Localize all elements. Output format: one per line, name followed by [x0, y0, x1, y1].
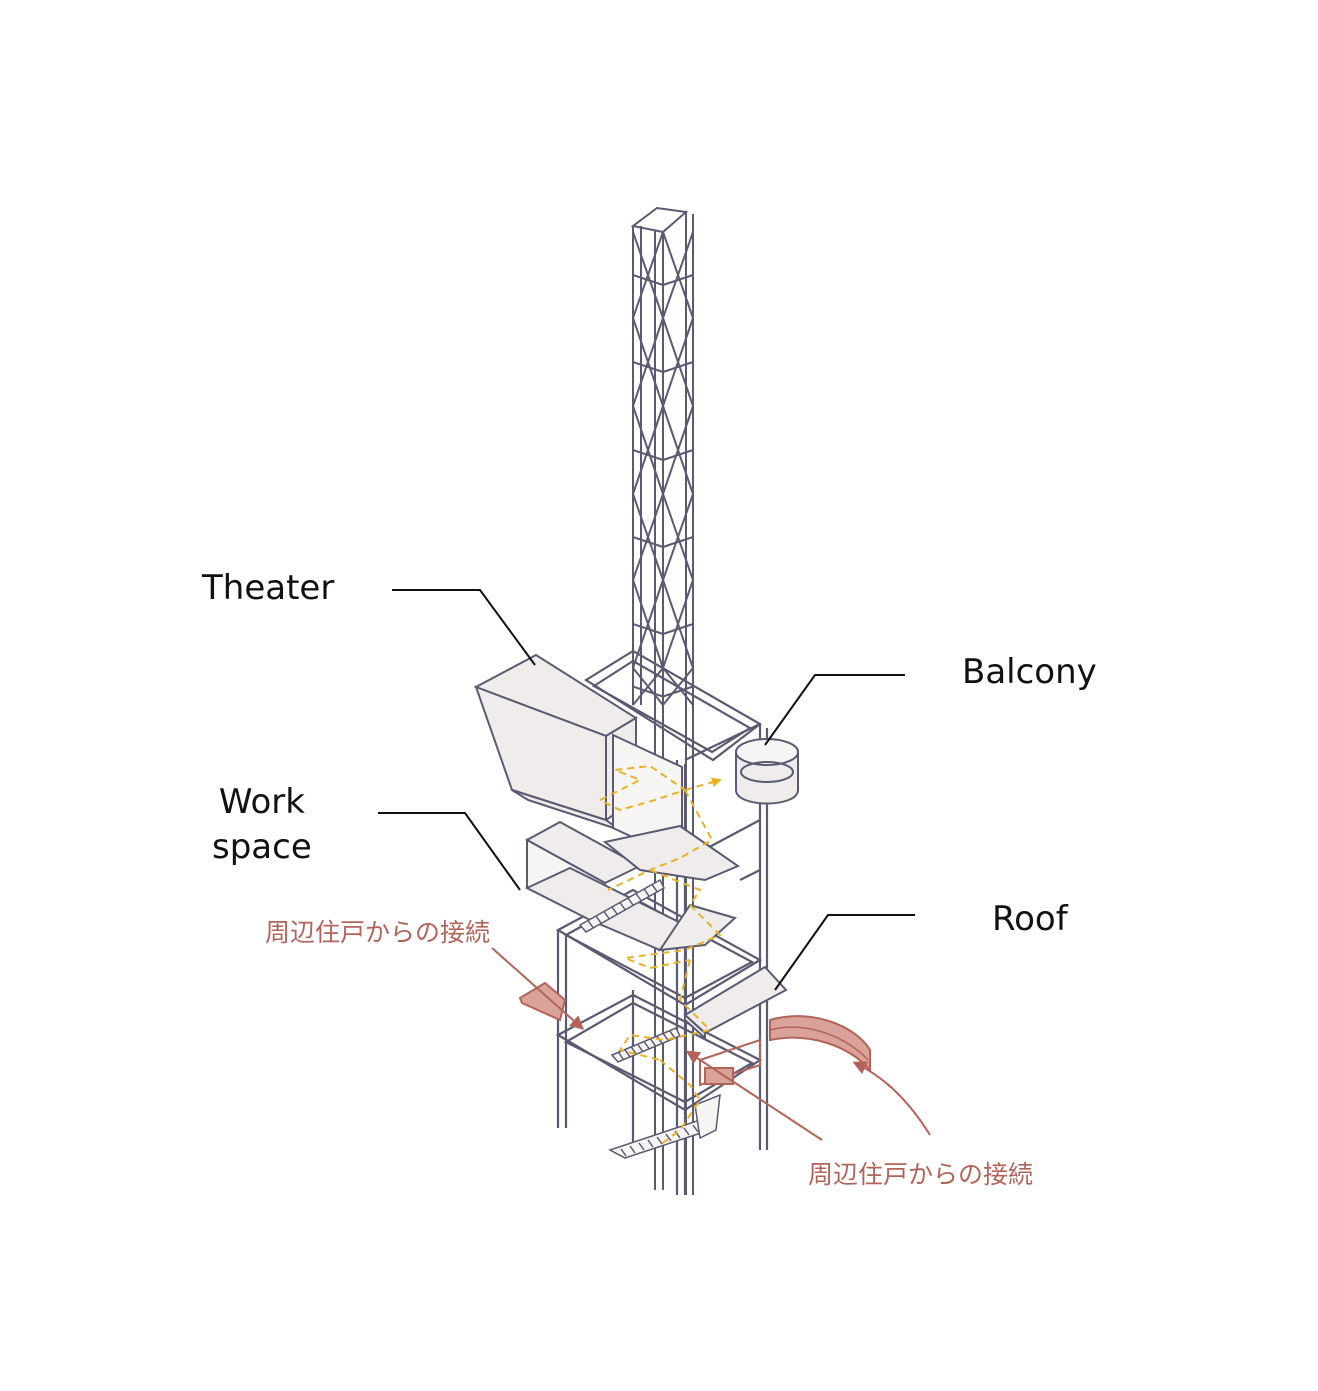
tower-brace: [662, 274, 694, 286]
balcony-volume: [735, 738, 799, 805]
stair-tread: [668, 1030, 676, 1039]
tower-brace: [662, 231, 694, 319]
workspace-label: Work space: [212, 782, 312, 867]
tower-brace: [662, 579, 694, 669]
stair-tread: [624, 1049, 631, 1058]
roof-label: Roof: [992, 899, 1068, 939]
theater-label: Theater: [202, 568, 335, 608]
tower-brace: [632, 361, 664, 373]
workspace-leader: [378, 812, 521, 891]
stair-tread: [665, 1133, 672, 1142]
connection-left-label: 周辺住戸からの接続: [265, 918, 491, 947]
tower-brace: [662, 536, 694, 548]
balcony-label: Balcony: [962, 652, 1097, 692]
stair-tread: [649, 1038, 657, 1047]
tower-brace: [632, 685, 664, 698]
stair-tread: [630, 1046, 637, 1055]
stair-tread: [647, 1139, 654, 1148]
stair-tread: [651, 884, 658, 892]
tower-brace: [662, 685, 694, 698]
theater-volume: [473, 653, 683, 862]
tower-brace: [632, 405, 664, 495]
theater-leader: [392, 589, 536, 666]
tower-brace: [632, 274, 664, 286]
stair-tread: [617, 1051, 625, 1060]
tower-brace: [632, 536, 664, 548]
circulation-route: [599, 764, 722, 1146]
tower-brace: [632, 623, 664, 635]
stair-tread: [629, 1145, 636, 1154]
stair-tread: [692, 1124, 699, 1133]
stair-tread: [638, 1142, 645, 1151]
stair-tread: [603, 911, 610, 919]
lattice-tower: [630, 206, 694, 1195]
stair-tread: [636, 1043, 644, 1052]
tower-brace: [662, 361, 694, 373]
tower-brace: [632, 449, 664, 461]
tower-brace: [632, 493, 664, 581]
stair-tread: [620, 1148, 627, 1157]
roof-slab: [683, 965, 788, 1041]
tower-brace: [632, 231, 664, 319]
stair-tread: [627, 897, 634, 906]
stair-tread: [662, 1032, 669, 1041]
stair-tread: [619, 902, 626, 910]
stair-tread: [635, 893, 642, 901]
leader-lines: [378, 589, 915, 991]
connection-left: [491, 947, 585, 1030]
stair-tread: [683, 1127, 690, 1136]
stair-tread: [656, 1136, 663, 1145]
stair-tread: [643, 888, 650, 897]
stair-tread: [643, 1041, 650, 1049]
tower-brace: [662, 317, 694, 407]
stair-icon: [578, 878, 721, 1159]
tower-brace: [662, 449, 694, 461]
stair-tread: [587, 920, 594, 928]
connection-right: [685, 1015, 931, 1141]
stair-tread: [595, 915, 602, 924]
tower-brace: [662, 493, 694, 581]
connection-right-label: 周辺住戸からの接続: [808, 1160, 1034, 1189]
tower-brace: [632, 317, 664, 407]
tower-brace: [662, 405, 694, 495]
balcony-leader: [764, 674, 905, 746]
stair-tread: [611, 906, 618, 915]
roof-leader: [774, 914, 915, 991]
tower-brace: [662, 623, 694, 635]
